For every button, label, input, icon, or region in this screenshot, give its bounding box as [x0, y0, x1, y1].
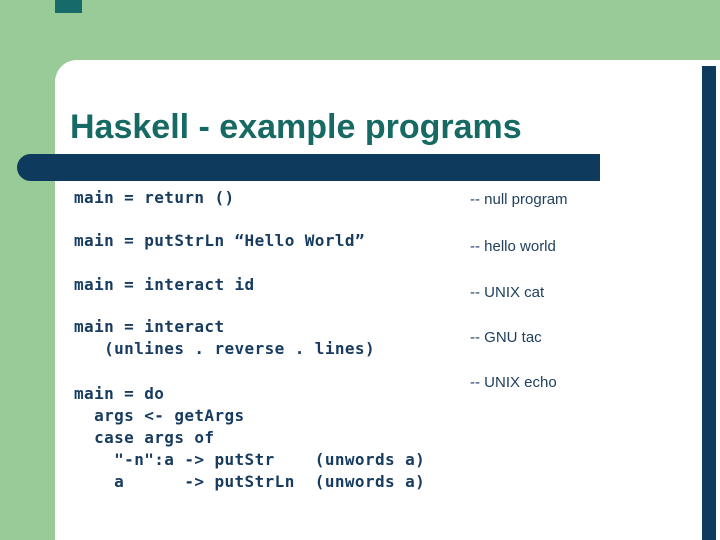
slide-title: Haskell - example programs [70, 108, 522, 146]
code-comment-2: -- hello world [470, 238, 556, 255]
code-block-2: main = putStrLn “Hello World” [74, 231, 365, 250]
title-underline-bar [17, 154, 600, 181]
code-comment-1: -- null program [470, 191, 568, 208]
code-block-1: main = return () [74, 188, 235, 207]
code-comment-4: -- GNU tac [470, 329, 542, 346]
code-comment-5: -- UNIX echo [470, 374, 557, 391]
right-accent-bar [702, 66, 716, 540]
code-block-4: main = interact (unlines . reverse . lin… [74, 317, 375, 358]
code-comment-3: -- UNIX cat [470, 284, 545, 301]
teal-accent-square [55, 0, 82, 13]
code-block-3: main = interact id [74, 275, 255, 294]
code-block-5: main = do args <- getArgs case args of "… [74, 384, 426, 491]
content-panel [55, 60, 720, 540]
